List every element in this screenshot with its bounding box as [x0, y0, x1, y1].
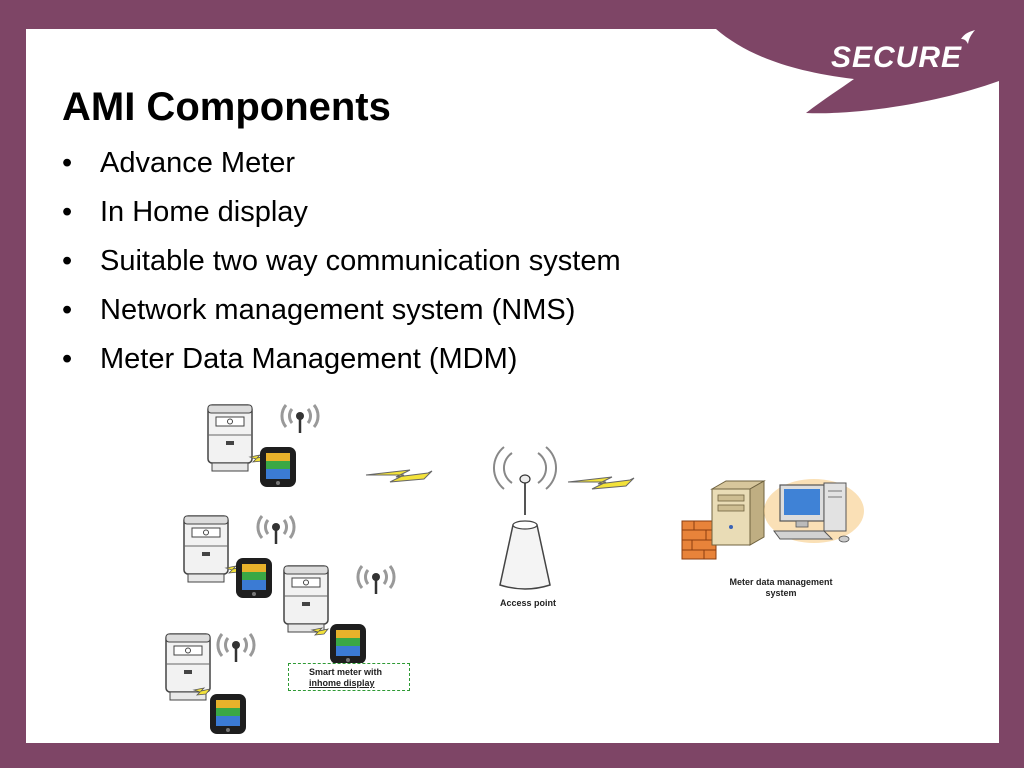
bird-icon: [961, 30, 975, 44]
bullet-text: Network management system (NMS): [100, 294, 576, 326]
bullet-marker: •: [62, 196, 73, 228]
firewall-icon: [681, 520, 717, 560]
secure-logo: SECURE: [831, 30, 999, 77]
bullet-text: In Home display: [100, 196, 308, 228]
bullet-item: • Meter Data Management (MDM): [62, 340, 621, 389]
logo-text: SECURE: [831, 41, 963, 74]
access-point-icon: [492, 446, 558, 590]
bullet-item: • Advance Meter: [62, 144, 621, 193]
mdm-label: Meter data management system: [706, 577, 856, 599]
corner-swoosh: [716, 29, 999, 114]
smart-meter-label-line1: Smart meter with: [309, 667, 383, 677]
slide-title: AMI Components: [62, 85, 391, 129]
smart-meter-icon: [165, 632, 256, 734]
bullet-marker: •: [62, 245, 73, 277]
smart-meter-icon: [207, 403, 320, 487]
bullet-marker: •: [62, 343, 73, 375]
server-icon: [710, 480, 766, 546]
smart-meter-label-line2: inhome display: [309, 678, 375, 688]
bullet-list: • Advance Meter • In Home display • Suitabl…: [62, 144, 621, 389]
lightning-link-icon: [567, 476, 635, 490]
mdm-label-line1: Meter data management: [729, 577, 833, 587]
access-point-label: Access point: [499, 598, 557, 608]
lightning-link-icon: [365, 469, 433, 483]
bullet-item: • Suitable two way communication system: [62, 242, 621, 291]
ami-diagram: [165, 403, 864, 734]
bullet-item: • In Home display: [62, 193, 621, 242]
bullet-text: Suitable two way communication system: [100, 245, 621, 277]
mdm-label-line2: system: [765, 588, 797, 598]
smart-meter-icon: [283, 564, 396, 664]
bullet-marker: •: [62, 294, 73, 326]
computer-icon: [764, 479, 864, 543]
smart-meter-icon: [183, 514, 296, 598]
bullet-marker: •: [62, 147, 73, 179]
smart-meter-label: Smart meter with inhome display: [288, 663, 410, 691]
bullet-text: Advance Meter: [100, 147, 296, 179]
bullet-text: Meter Data Management (MDM): [100, 343, 518, 375]
slide: SECURE AMI Components • Advance Meter • In…: [26, 29, 999, 743]
bullet-item: • Network management system (NMS): [62, 291, 621, 340]
